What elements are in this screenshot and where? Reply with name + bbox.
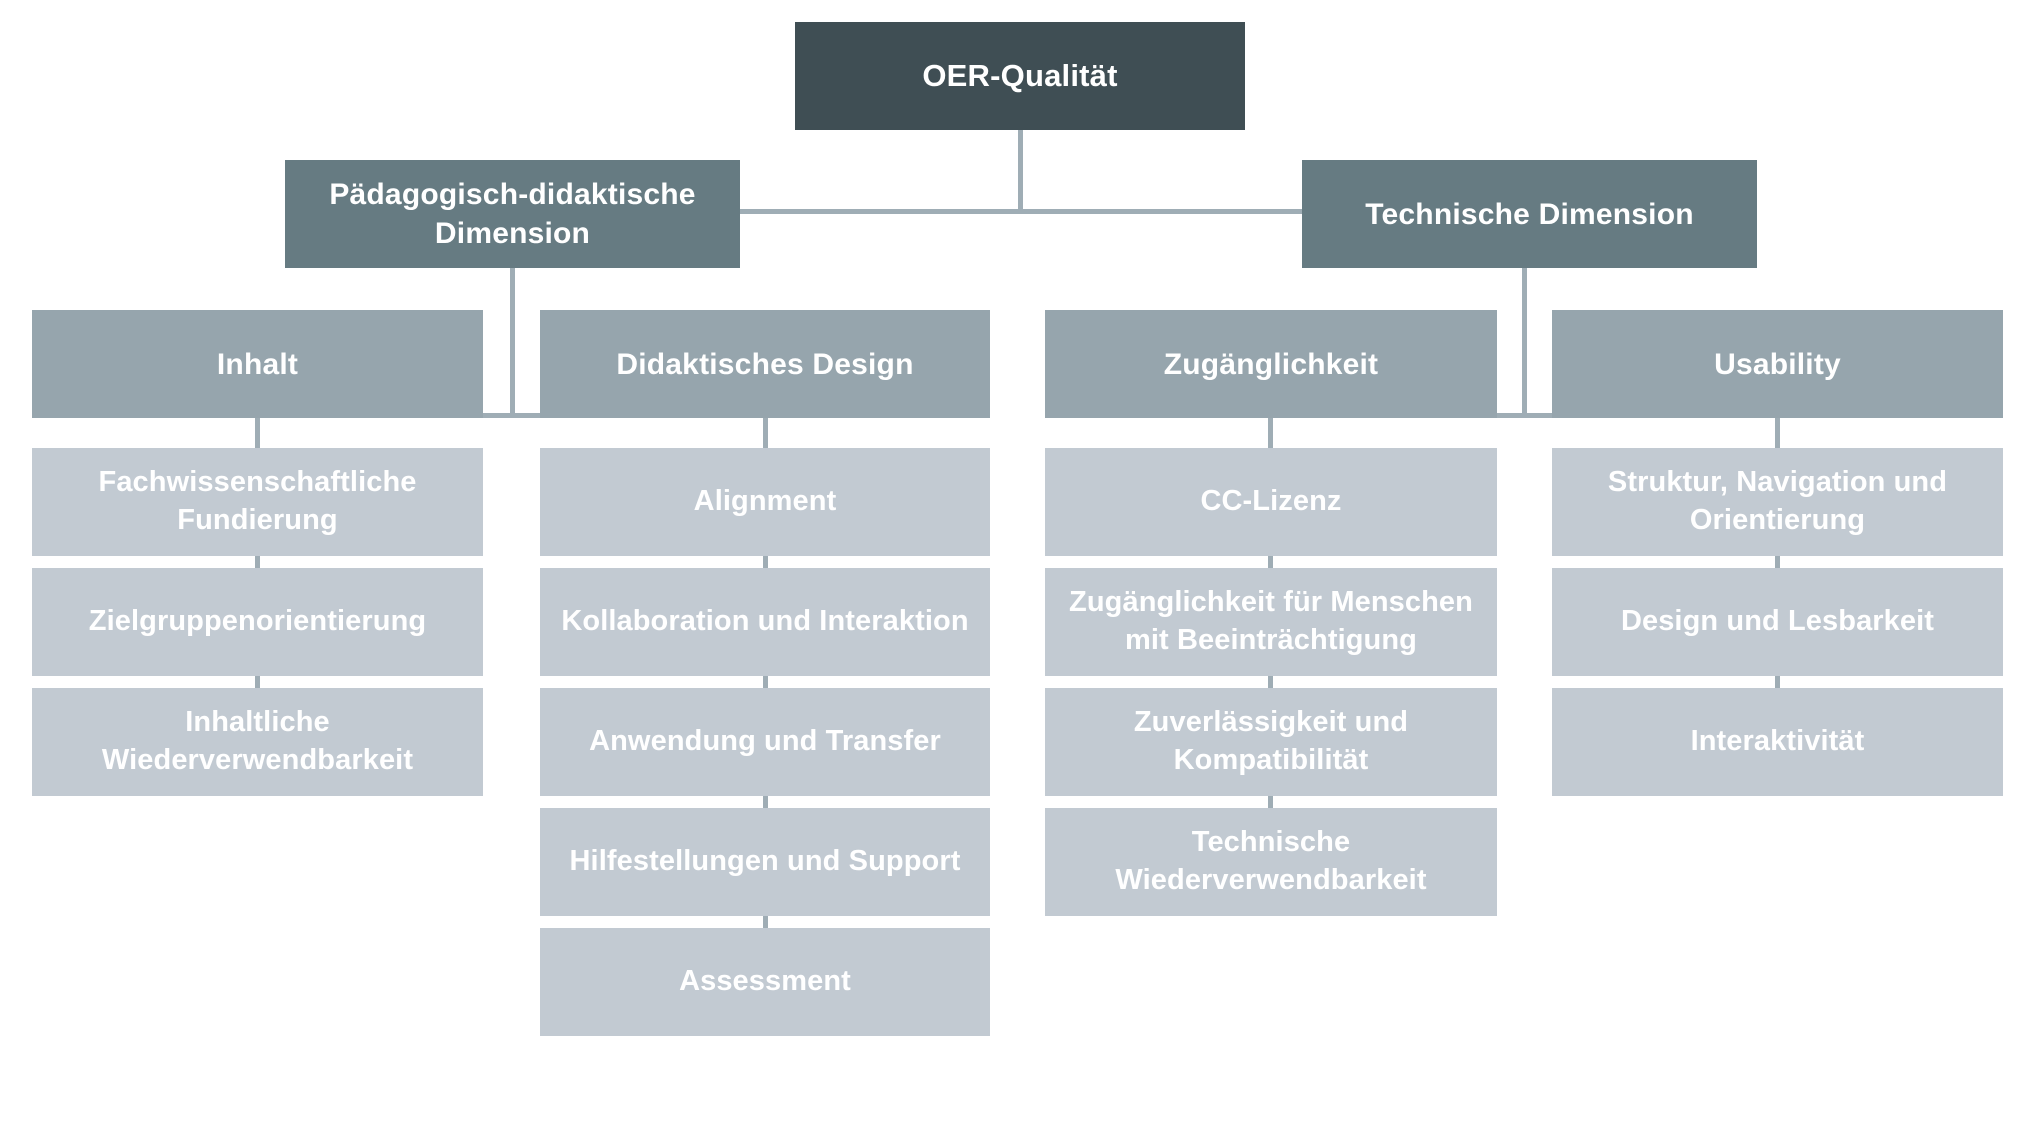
connector-dimensions-bar [740, 209, 1302, 214]
node-criterion-inhaltliche-wiederverwendbarkeit[interactable]: Inhaltliche Wiederverwendbarkeit [32, 688, 483, 796]
node-label: Interaktivität [1690, 725, 1865, 758]
node-label: Zuverlässigkeit und Kompatibilität [1133, 706, 1409, 776]
node-root-oer-qualitaet[interactable]: OER-Qualität [795, 22, 1245, 130]
node-label: OER-Qualität [922, 57, 1118, 93]
node-criterion-fachwissenschaftliche-fundierung[interactable]: Fachwissenschaftliche Fundierung [32, 448, 483, 556]
connector-col3-seg4 [1268, 796, 1273, 808]
node-criterion-hilfestellungen-und-support[interactable]: Hilfestellungen und Support [540, 808, 990, 916]
node-criterion-technische-wiederverwendbarkeit[interactable]: Technische Wiederverwendbarkeit [1045, 808, 1497, 916]
connector-col2-seg2 [763, 556, 768, 568]
node-dimension-paedagogisch-didaktisch[interactable]: Pädagogisch-didaktische Dimension [285, 160, 740, 268]
node-label: Zugänglichkeit [1163, 347, 1379, 381]
node-criterion-zugaenglichkeit-fuer-menschen-mit-beeintraechtigung[interactable]: Zugänglichkeit für Menschen mit Beeinträ… [1045, 568, 1497, 676]
connector-col2-seg5 [763, 916, 768, 928]
node-label: Inhalt [216, 347, 299, 381]
connector-col3-seg3 [1268, 676, 1273, 688]
node-criterion-zielgruppenorientierung[interactable]: Zielgruppenorientierung [32, 568, 483, 676]
connector-col2-seg3 [763, 676, 768, 688]
connector-col1-seg2 [255, 556, 260, 568]
connector-col2-seg1 [763, 418, 768, 448]
connector-root-stem [1018, 130, 1023, 212]
connector-col1-seg3 [255, 676, 260, 688]
node-criterion-design-und-lesbarkeit[interactable]: Design und Lesbarkeit [1552, 568, 2003, 676]
node-label: Usability [1714, 347, 1841, 381]
connector-pedagogic-children-bar [483, 413, 540, 418]
node-label: Pädagogisch-didaktische Dimension [329, 178, 696, 250]
connector-technical-stem [1522, 268, 1527, 418]
connector-col3-seg2 [1268, 556, 1273, 568]
node-label: Design und Lesbarkeit [1620, 605, 1935, 638]
node-category-inhalt[interactable]: Inhalt [32, 310, 483, 418]
node-label: CC-Lizenz [1200, 485, 1342, 518]
node-label: Struktur, Navigation und Orientierung [1607, 466, 1948, 536]
node-label: Fachwissenschaftliche Fundierung [98, 466, 417, 536]
connector-technical-children-bar [1497, 413, 1554, 418]
node-criterion-kollaboration-und-interaktion[interactable]: Kollaboration und Interaktion [540, 568, 990, 676]
node-category-didaktisches-design[interactable]: Didaktisches Design [540, 310, 990, 418]
connector-col4-seg1 [1775, 418, 1780, 448]
node-category-usability[interactable]: Usability [1552, 310, 2003, 418]
node-criterion-interaktivitaet[interactable]: Interaktivität [1552, 688, 2003, 796]
node-label: Hilfestellungen und Support [569, 845, 961, 878]
connector-pedagogic-stem [510, 268, 515, 418]
connector-col2-seg4 [763, 796, 768, 808]
node-category-zugaenglichkeit[interactable]: Zugänglichkeit [1045, 310, 1497, 418]
connector-col4-seg3 [1775, 676, 1780, 688]
node-label: Assessment [679, 965, 851, 998]
node-label: Alignment [693, 485, 837, 518]
node-criterion-cc-lizenz[interactable]: CC-Lizenz [1045, 448, 1497, 556]
node-label: Technische Dimension [1365, 197, 1694, 231]
node-criterion-anwendung-und-transfer[interactable]: Anwendung und Transfer [540, 688, 990, 796]
connector-col3-seg1 [1268, 418, 1273, 448]
node-label: Inhaltliche Wiederverwendbarkeit [101, 706, 414, 776]
node-label: Kollaboration und Interaktion [561, 605, 969, 638]
node-label: Didaktisches Design [616, 347, 914, 381]
connector-col4-seg2 [1775, 556, 1780, 568]
node-label: Technische Wiederverwendbarkeit [1115, 826, 1427, 896]
node-label: Zugänglichkeit für Menschen mit Beeinträ… [1069, 586, 1473, 656]
node-criterion-alignment[interactable]: Alignment [540, 448, 990, 556]
node-label: Anwendung und Transfer [589, 725, 941, 758]
node-label: Zielgruppenorientierung [88, 605, 427, 638]
connector-col1-seg1 [255, 418, 260, 448]
node-criterion-assessment[interactable]: Assessment [540, 928, 990, 1036]
node-criterion-struktur-navigation-und-orientierung[interactable]: Struktur, Navigation und Orientierung [1552, 448, 2003, 556]
node-dimension-technisch[interactable]: Technische Dimension [1302, 160, 1757, 268]
node-criterion-zuverlaessigkeit-und-kompatibilitaet[interactable]: Zuverlässigkeit und Kompatibilität [1045, 688, 1497, 796]
